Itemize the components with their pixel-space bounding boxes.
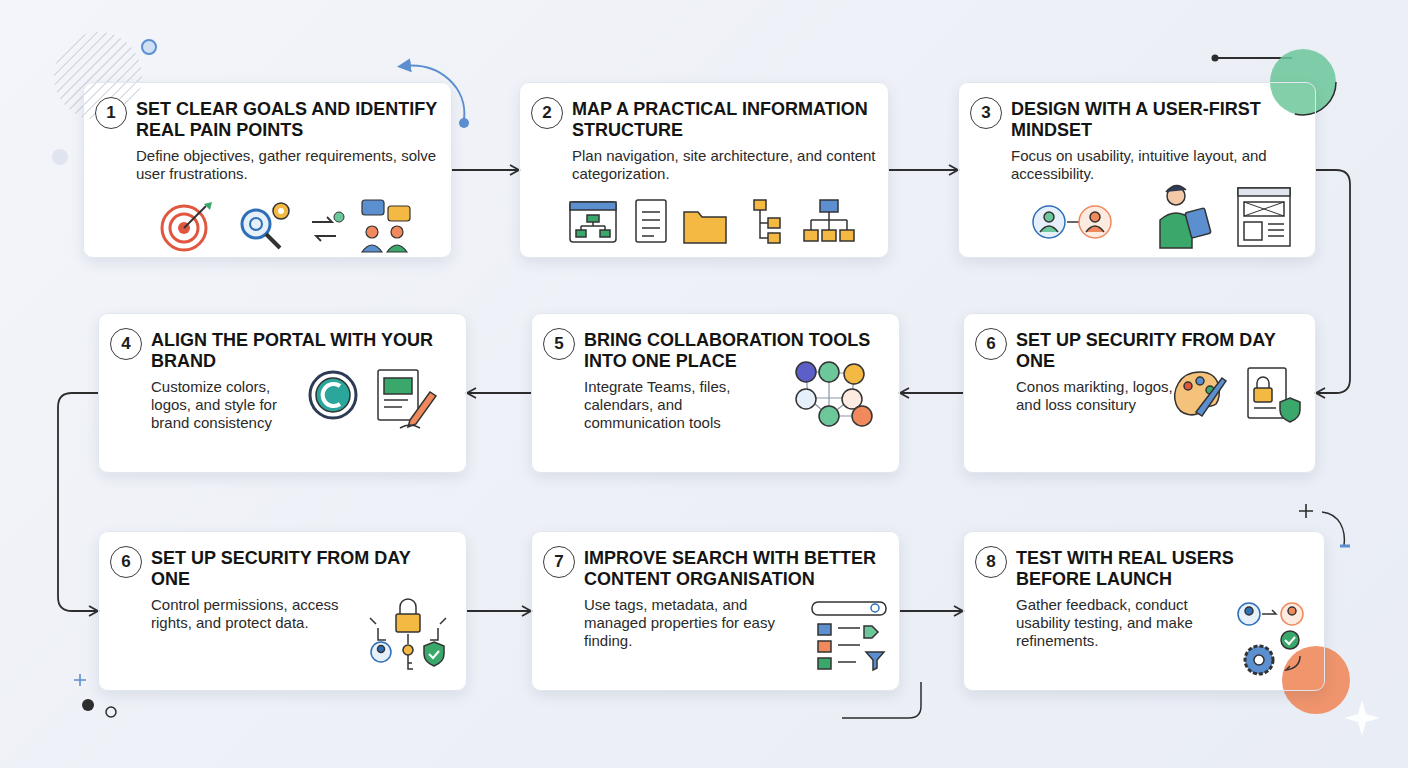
icons-testing bbox=[1238, 603, 1303, 674]
step-box: 3 DESIGN WITH A USER-FIRST MINDSET Focus o… bbox=[958, 82, 1316, 258]
box-fills bbox=[83, 82, 1325, 691]
step-heading: DESIGN WITH A USER-FIRST MINDSET bbox=[1011, 99, 1303, 141]
box-fill bbox=[963, 531, 1325, 691]
sparkle bbox=[1344, 700, 1380, 736]
number-badge: 2 bbox=[531, 97, 563, 129]
step-box: 8 TEST WITH REAL USERS BEFORE LAUNCH Gathe… bbox=[963, 531, 1325, 691]
decorations bbox=[52, 32, 1380, 736]
step-box: 5 BRING COLLABORATION TOOLS INTO ONE PLAC… bbox=[531, 313, 900, 473]
plus-mark bbox=[1299, 504, 1313, 518]
dot bbox=[459, 118, 469, 128]
icons-collaboration bbox=[796, 362, 872, 426]
flow-arrow bbox=[467, 610, 531, 612]
step-box: 1 SET CLEAR GOALS AND IDENTIFY REAL PAIN … bbox=[83, 82, 452, 258]
box-fill bbox=[519, 82, 889, 258]
dot bbox=[1212, 55, 1219, 62]
step-heading: TEST WITH REAL USERS BEFORE LAUNCH bbox=[1016, 548, 1312, 590]
box-fill bbox=[958, 82, 1316, 258]
step-description: Plan navigation, site architecture, and … bbox=[572, 147, 876, 183]
box-fill bbox=[98, 313, 467, 473]
number-badge: 4 bbox=[110, 328, 142, 360]
step-box: 6 SET UP SECURITY FROM DAY ONE Conos marik… bbox=[963, 313, 1316, 473]
dot bbox=[52, 149, 68, 165]
icons-security-b bbox=[370, 599, 446, 669]
number-badge: 1 bbox=[95, 97, 127, 129]
step-box: 6 SET UP SECURITY FROM DAY ONE Control per… bbox=[98, 531, 467, 691]
icons-user-first bbox=[1033, 185, 1290, 248]
dot bbox=[82, 699, 94, 711]
step-heading: SET CLEAR GOALS AND IDENTIFY REAL PAIN P… bbox=[136, 99, 439, 141]
step-description: Conos marikting, logos, and loss consitu… bbox=[1016, 378, 1176, 414]
flow-arrow bbox=[900, 610, 963, 612]
number-badge: 8 bbox=[975, 546, 1007, 578]
icons-security-a bbox=[1175, 368, 1300, 422]
icons-search bbox=[812, 602, 886, 670]
step-description: Define objectives, gather requirements, … bbox=[136, 147, 439, 183]
step-heading: IMPROVE SEARCH WITH BETTER CONTENT ORGAN… bbox=[584, 548, 887, 590]
box-fill bbox=[531, 531, 900, 691]
step-box: 7 IMPROVE SEARCH WITH BETTER CONTENT ORGA… bbox=[531, 531, 900, 691]
number-badge: 7 bbox=[543, 546, 575, 578]
deco-circle bbox=[1282, 646, 1350, 714]
step-heading: ALIGN THE PORTAL WITH YOUR BRAND bbox=[151, 330, 454, 372]
step-heading: SET UP SECURITY FROM DAY ONE bbox=[1016, 330, 1303, 372]
icons-structure bbox=[570, 200, 854, 243]
flow-arrow bbox=[452, 169, 519, 171]
step-heading: MAP A PRACTICAL INFORMATION STRUCTURE bbox=[572, 99, 876, 141]
number-badge: 6 bbox=[110, 546, 142, 578]
flow-arrow bbox=[58, 393, 98, 611]
dot bbox=[142, 40, 156, 54]
step-box: 4 ALIGN THE PORTAL WITH YOUR BRAND Customi… bbox=[98, 313, 467, 473]
number-badge: 5 bbox=[543, 328, 575, 360]
flow-arrow bbox=[1316, 170, 1350, 393]
box-fill bbox=[98, 531, 467, 691]
icons-brand bbox=[310, 370, 436, 428]
step-description: Gather feedback, conduct usability testi… bbox=[1016, 596, 1216, 650]
dot bbox=[106, 707, 116, 717]
plus-mark bbox=[74, 674, 86, 686]
step-description: Customize colors, logos, and style for b… bbox=[151, 378, 311, 432]
step-description: Integrate Teams, files, calendars, and c… bbox=[584, 378, 779, 432]
box-fill bbox=[963, 313, 1316, 473]
icons-goals bbox=[162, 200, 410, 252]
flow-arrow bbox=[467, 392, 531, 394]
deco-curve bbox=[1322, 512, 1344, 546]
box-fill bbox=[531, 313, 900, 473]
deco-dash bbox=[1340, 545, 1350, 548]
step-description: Focus on usability, intuitive layout, an… bbox=[1011, 147, 1303, 183]
step-box: 2 MAP A PRACTICAL INFORMATION STRUCTURE Pl… bbox=[519, 82, 889, 258]
step-heading: BRING COLLABORATION TOOLS INTO ONE PLACE bbox=[584, 330, 887, 372]
number-badge: 6 bbox=[975, 328, 1007, 360]
step-description: Use tags, metadata, and managed properti… bbox=[584, 596, 794, 650]
step-heading: SET UP SECURITY FROM DAY ONE bbox=[151, 548, 454, 590]
step-description: Control permissions, access rights, and … bbox=[151, 596, 341, 632]
deco-line bbox=[842, 682, 921, 718]
box-fill bbox=[83, 82, 452, 258]
flow-arrow bbox=[889, 169, 958, 171]
number-badge: 3 bbox=[970, 97, 1002, 129]
flow-arrow bbox=[900, 392, 963, 394]
